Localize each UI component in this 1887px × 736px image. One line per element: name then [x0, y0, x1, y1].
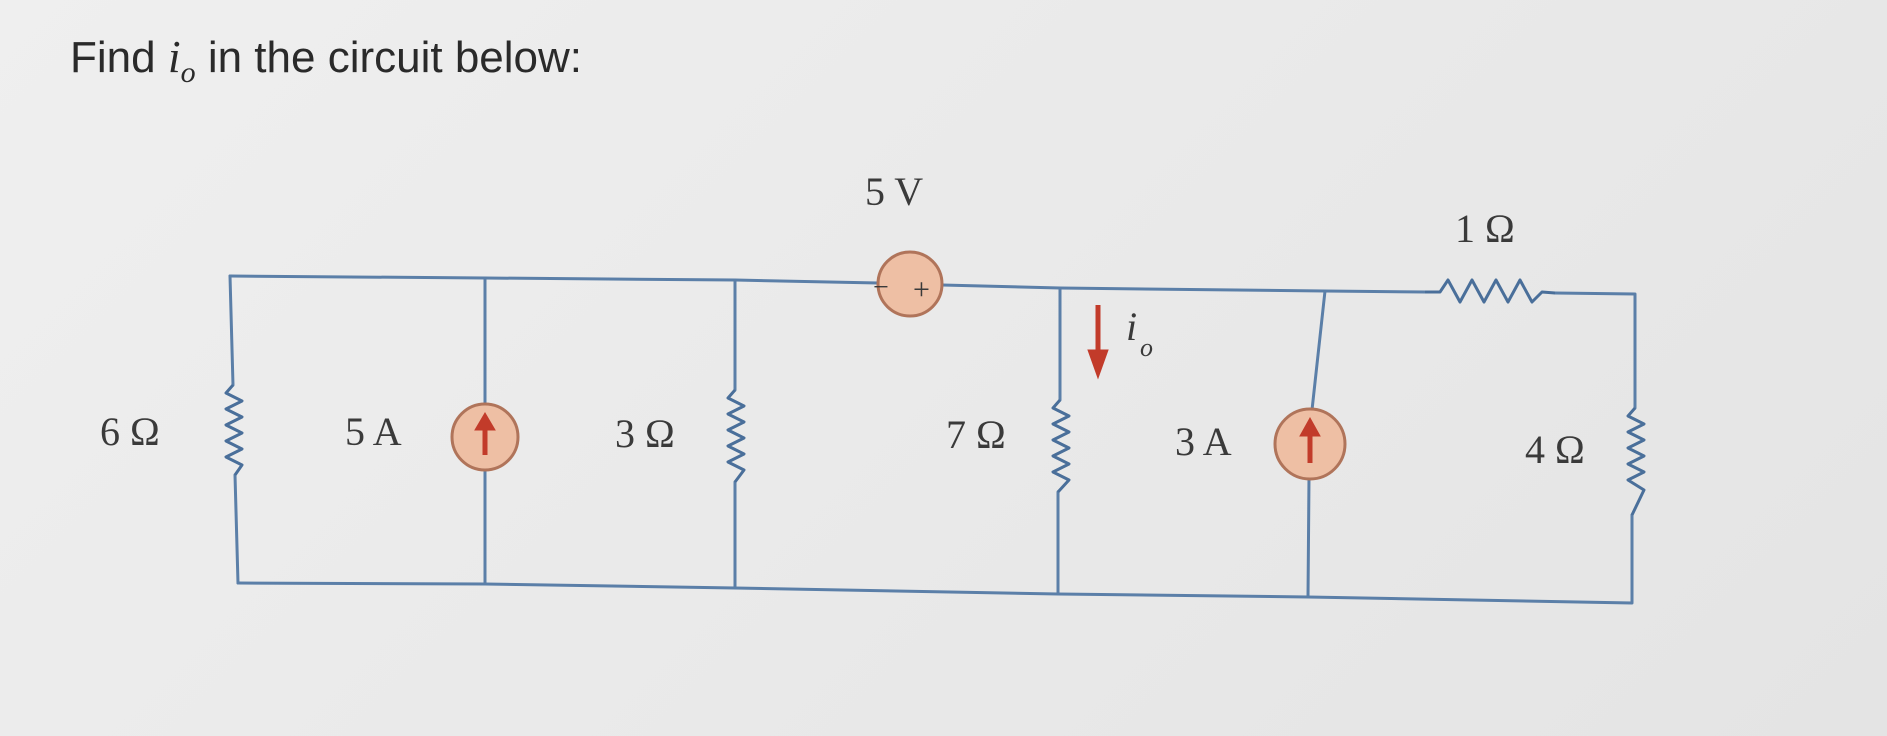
label-5V: 5 V [865, 169, 923, 214]
label-3ohm: 3 Ω [615, 411, 675, 456]
label-5V-plus: + [913, 273, 930, 306]
question-prefix: Find [70, 33, 168, 82]
top-wire-far-right [1553, 291, 1637, 410]
arrow-head-5A [474, 412, 496, 431]
resistor-7ohm [1051, 399, 1071, 494]
current-variable-subscript: o [180, 56, 196, 89]
resistor-1ohm [1425, 278, 1556, 304]
current-io-arrow-head [1087, 349, 1109, 380]
label-4ohm: 4 Ω [1525, 427, 1585, 472]
label-5V-minus: − [873, 272, 889, 303]
voltage-source-5V [876, 250, 944, 318]
wire-6ohm-bottom [233, 473, 240, 585]
label-3A: 3 A [1175, 419, 1232, 464]
label-5A: 5 A [345, 409, 402, 454]
label-io-sub: o [1140, 333, 1153, 362]
label-6ohm: 6 Ω [100, 409, 160, 454]
wire-3A-bottom [1306, 476, 1311, 599]
bottom-wire [236, 513, 1634, 605]
arrow-head-3A [1299, 416, 1321, 437]
label-io-var: i [1126, 304, 1137, 349]
top-wire-right [940, 283, 1427, 294]
question-text: Find io in the circuit below: [70, 30, 582, 90]
wire-3A-top [1310, 289, 1327, 412]
label-7ohm: 7 Ω [946, 412, 1006, 457]
label-1ohm: 1 Ω [1455, 206, 1515, 251]
resistor-6ohm [224, 384, 244, 476]
top-wire-left [228, 274, 880, 285]
resistor-4ohm [1626, 407, 1646, 516]
wire-6ohm-top [228, 274, 235, 387]
resistor-3ohm [726, 389, 746, 483]
question-suffix: in the circuit below: [195, 33, 583, 82]
current-variable: i [167, 31, 181, 82]
